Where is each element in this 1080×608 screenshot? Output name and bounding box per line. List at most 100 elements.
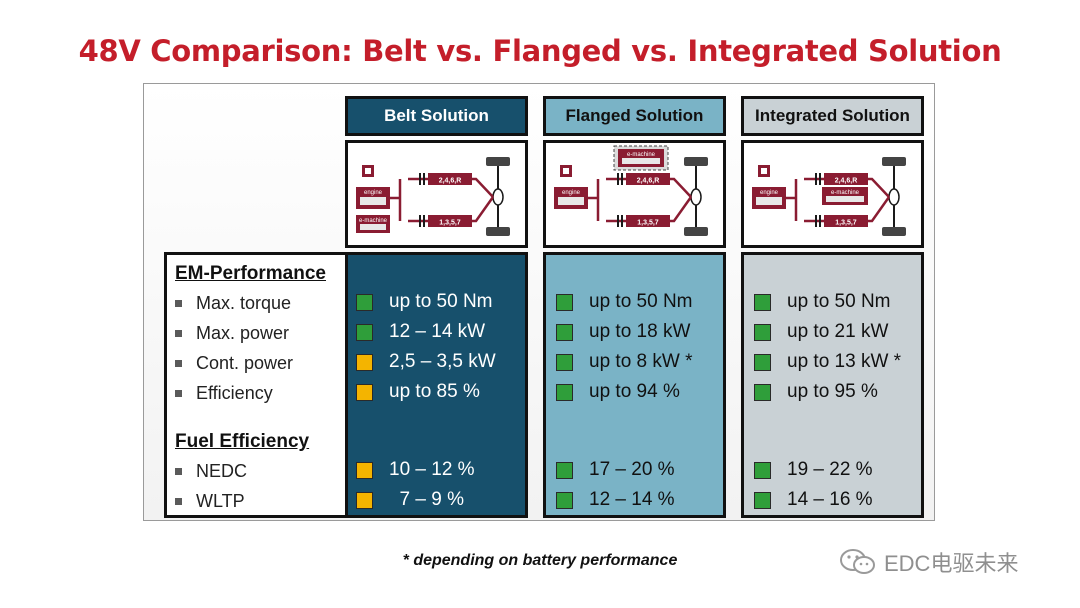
gearset-bottom [428,215,472,227]
status-square-icon [356,461,373,479]
row-label-text: Cont. power [196,353,294,373]
bullet-icon [175,300,182,307]
value-text: up to 13 kW * [787,351,902,372]
value-cell: 12 – 14 % [556,489,675,511]
status-square-icon [356,323,373,341]
wheel-icon [882,227,906,236]
bullet-icon [175,498,182,505]
diagram-flanged: 2,4,6,R 1,3,5,7 engine e-machine [543,140,726,248]
criteria-column: EM-Performance Max. torque Max. power Co… [164,252,350,518]
differential-icon [690,188,702,206]
value-text: 10 – 12 % [389,459,475,480]
status-square-icon [356,353,373,371]
section-label-em-performance: EM-Performance [175,263,326,284]
status-square-icon [754,383,771,401]
status-square-icon [754,461,771,479]
column-header-flanged: Flanged Solution [543,96,726,136]
section-label-fuel-efficiency: Fuel Efficiency [175,431,310,452]
gearset-bottom [626,215,670,227]
row-label-max-power: Max. power [175,323,289,344]
column-header-integrated: Integrated Solution [741,96,924,136]
status-square-icon [556,323,573,341]
values-integrated: up to 50 Nm up to 21 kW up to 13 kW * up… [741,252,924,518]
gearset-bottom [824,215,868,227]
value-text: 19 – 22 % [787,459,873,480]
gearset-top [626,173,670,185]
value-cell: 12 – 14 kW [356,321,485,343]
value-text: up to 50 Nm [589,291,693,312]
differential-icon [492,188,504,206]
page-title: 48V Comparison: Belt vs. Flanged vs. Int… [78,34,1002,68]
value-text: up to 50 Nm [389,291,493,312]
value-text: 17 – 20 % [589,459,675,480]
fuel-icon-inner [563,168,569,174]
value-text: up to 18 kW [589,321,691,342]
wheel-icon [486,157,510,166]
row-label-nedc: NEDC [175,461,247,482]
status-square-icon [556,491,573,509]
value-cell: 2,5 – 3,5 kW [356,351,496,373]
wheel-icon [486,227,510,236]
column-header-belt: Belt Solution [345,96,528,136]
value-text: up to 50 Nm [787,291,891,312]
e-machine-windings [360,224,386,230]
engine-label: engine [562,190,581,196]
bullet-icon [175,330,182,337]
value-text: up to 8 kW * [589,351,693,372]
value-cell: up to 85 % [356,381,480,403]
bullet-icon [175,390,182,397]
status-square-icon [356,383,373,401]
status-square-icon [754,491,771,509]
values-belt: up to 50 Nm 12 – 14 kW 2,5 – 3,5 kW up t… [345,252,528,518]
gearset-bottom-label: 1,3,5,7 [835,220,857,227]
row-label-wltp: WLTP [175,491,245,512]
status-square-icon [356,293,373,311]
watermark: EDC电驱未来 [838,546,1018,578]
value-text: 7 – 9 % [389,489,464,510]
engine-label: engine [364,190,383,196]
gearset-bottom-label: 1,3,5,7 [637,220,659,227]
value-text: 14 – 16 % [787,489,873,510]
values-flanged: up to 50 Nm up to 18 kW up to 8 kW * up … [543,252,726,518]
wheel-icon [684,227,708,236]
engine-cylinders [756,197,782,205]
fuel-icon-inner [365,168,371,174]
engine-label: engine [760,190,779,196]
value-cell: up to 13 kW * [754,351,901,373]
row-label-text: Max. torque [196,293,292,313]
status-square-icon [356,491,373,509]
value-text: 2,5 – 3,5 kW [389,351,496,372]
value-cell: 7 – 9 % [356,489,464,511]
e-machine-label: e-machine [831,190,860,196]
row-label-text: Max. power [196,323,290,343]
value-cell: up to 94 % [556,381,680,403]
value-cell: up to 21 kW [754,321,888,343]
row-label-efficiency: Efficiency [175,383,273,404]
e-machine-windings [622,158,660,164]
gearset-top-label: 2,4,6,R [637,178,660,185]
e-machine-windings [826,196,864,202]
row-label-max-torque: Max. torque [175,293,291,314]
value-cell: up to 8 kW * [556,351,693,373]
value-cell: up to 50 Nm [356,291,493,313]
fuel-icon-inner [761,168,767,174]
value-cell: up to 18 kW [556,321,690,343]
wheel-icon [882,157,906,166]
row-label-text: Efficiency [196,383,273,403]
engine-cylinders [558,197,584,205]
footnote: * depending on battery performance [402,552,678,569]
e-machine-label: e-machine [627,152,656,158]
value-cell: up to 50 Nm [556,291,693,313]
bullet-icon [175,468,182,475]
wheel-icon [684,157,708,166]
row-label-text: WLTP [196,491,245,511]
bullet-icon [175,360,182,367]
gearset-top [428,173,472,185]
status-square-icon [556,383,573,401]
differential-icon [888,188,900,206]
value-cell: up to 50 Nm [754,291,891,313]
value-cell: 17 – 20 % [556,459,675,481]
status-square-icon [556,461,573,479]
